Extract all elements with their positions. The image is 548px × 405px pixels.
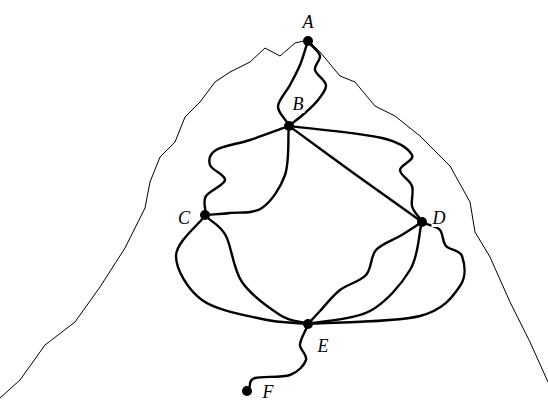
vertex-dot: D [417, 217, 427, 227]
path-edge [313, 227, 421, 323]
vertex-dot: C [200, 210, 210, 220]
vertex-dot: A [303, 36, 313, 46]
vertex-dot: F [242, 386, 252, 396]
vertex-dot: B [284, 121, 294, 131]
path-edge [293, 129, 418, 219]
vertex-dot: E [303, 319, 313, 329]
vertex-label: E [317, 337, 330, 355]
mountain-line [0, 40, 548, 398]
path-edge [313, 224, 464, 324]
vertex-label: F [262, 383, 275, 401]
path-edge [209, 219, 304, 323]
path-edge [210, 131, 289, 215]
path-edge [278, 46, 306, 122]
vertex-label: D [432, 209, 447, 227]
path-edge [311, 225, 417, 321]
path-edge [294, 127, 419, 218]
vertex-label: C [177, 209, 191, 227]
path-edge [250, 329, 307, 387]
vertex-label: B [292, 95, 305, 113]
path-edge [176, 219, 303, 323]
vertex-label: A [302, 13, 315, 31]
